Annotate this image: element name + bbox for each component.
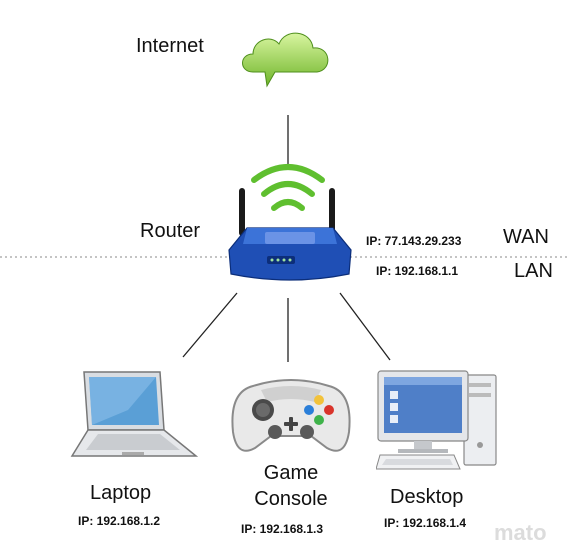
game-console-ip: IP: 192.168.1.3 bbox=[241, 522, 324, 536]
desktop-label: Desktop bbox=[390, 486, 464, 508]
internet-label: Internet bbox=[136, 35, 204, 57]
lan-label: LAN bbox=[514, 260, 553, 282]
desktop-ip: IP: 192.168.1.4 bbox=[384, 516, 467, 530]
laptop-ip: IP: 192.168.1.2 bbox=[78, 514, 161, 528]
wireless-router-icon bbox=[228, 188, 352, 281]
router-lan-ip: IP: 192.168.1.1 bbox=[376, 264, 459, 278]
router-label: Router bbox=[140, 220, 201, 242]
wifi-signal-icon bbox=[251, 164, 325, 211]
watermark: mato bbox=[494, 520, 547, 545]
desktop-computer-icon bbox=[376, 370, 497, 470]
laptop-label: Laptop bbox=[90, 482, 152, 504]
router-desktop-link bbox=[339, 292, 391, 361]
router-laptop-link bbox=[182, 292, 238, 358]
game-console-label-line2: Console bbox=[254, 488, 328, 510]
cloud-icon bbox=[242, 32, 329, 88]
game-console-label-line1: Game bbox=[263, 462, 319, 484]
gamepad-icon bbox=[231, 379, 351, 452]
router-wan-ip: IP: 77.143.29.233 bbox=[366, 234, 462, 248]
laptop-icon bbox=[70, 371, 198, 457]
wan-label: WAN bbox=[503, 226, 549, 248]
game-console-label: Game Console bbox=[236, 460, 346, 512]
